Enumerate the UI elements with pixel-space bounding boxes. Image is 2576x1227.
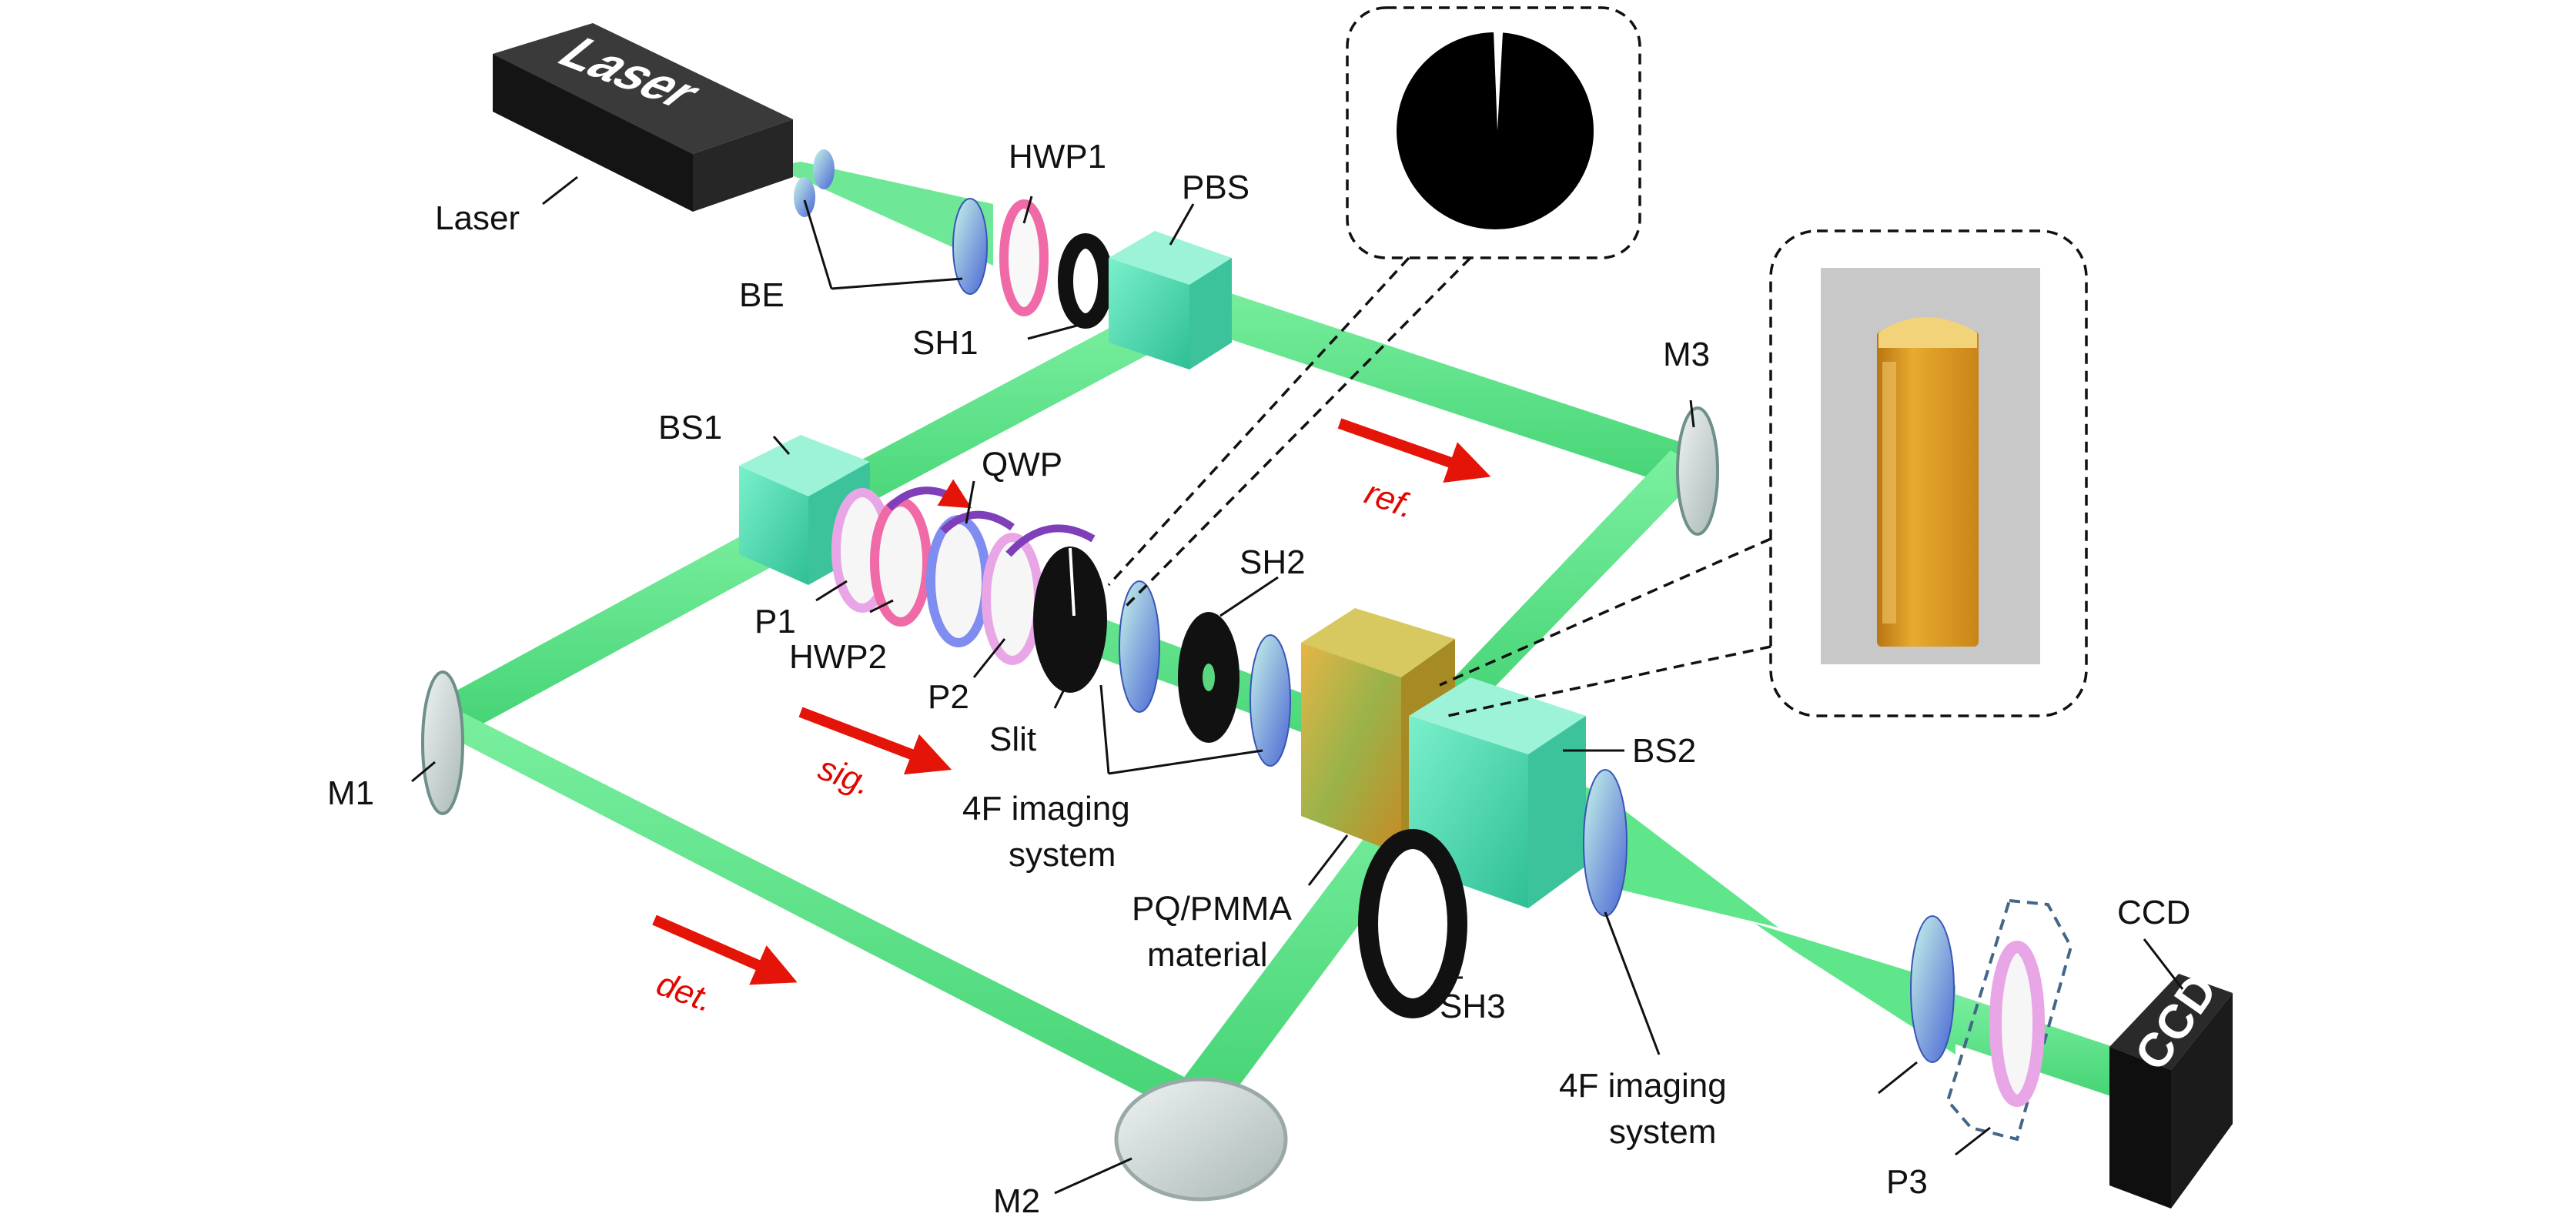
beam-expander — [794, 149, 988, 295]
label-sh3: SH3 — [1440, 988, 1506, 1025]
label-p3: P3 — [1886, 1163, 1928, 1201]
imaging-lens-2b — [1910, 915, 1955, 1063]
label-sh1: SH1 — [912, 324, 979, 362]
label-4f-imaging-1b: system — [1009, 836, 1116, 874]
m1-mirror — [421, 670, 464, 815]
p3-dashed-box — [1945, 898, 2073, 1142]
label-m3: M3 — [1663, 336, 1710, 373]
slit-aperture-icon — [1397, 32, 1594, 229]
beam-direction-arrows — [652, 418, 1491, 985]
det-arrow — [652, 914, 798, 985]
laser-device: Laser — [493, 23, 793, 212]
sample-inset — [1439, 229, 2088, 717]
label-hwp2: HWP2 — [789, 638, 887, 676]
ref-arrow — [1337, 418, 1491, 483]
label-ref: ref. — [1360, 473, 1420, 526]
signal-arm-optics — [831, 479, 1291, 767]
p2-polarizer — [982, 533, 1043, 665]
pbs-cube — [1109, 231, 1232, 369]
hwp1-plate — [999, 199, 1049, 316]
label-sig: sig. — [814, 749, 876, 802]
label-4f-imaging-2a: 4F imaging — [1559, 1067, 1727, 1105]
m3-mirror — [1676, 406, 1719, 536]
imaging-lens-1a — [1119, 580, 1160, 713]
label-det: det. — [652, 965, 718, 1019]
label-sh2: SH2 — [1239, 543, 1306, 581]
label-m2: M2 — [993, 1182, 1040, 1220]
sh1-shutter — [1058, 233, 1113, 329]
label-ccd: CCD — [2117, 894, 2190, 931]
cuvette-photo-icon — [1877, 317, 1979, 647]
label-p1: P1 — [754, 603, 796, 640]
sig-arrow — [798, 707, 952, 775]
component-labels: Laser BE HWP1 PBS SH1 M3 BS1 QWP P1 HWP2… — [327, 138, 2190, 1220]
label-pq-pmma-b: material — [1147, 936, 1268, 974]
leader-lines — [411, 176, 2184, 1195]
label-bs1: BS1 — [658, 409, 722, 446]
imaging-lens-2a — [1583, 769, 1628, 917]
label-bs2: BS2 — [1632, 732, 1696, 770]
label-pbs: PBS — [1182, 169, 1250, 206]
imaging-lens-1b — [1250, 634, 1291, 767]
label-m1: M1 — [327, 774, 374, 812]
label-p2: P2 — [928, 678, 969, 716]
label-4f-imaging-1a: 4F imaging — [962, 790, 1130, 827]
label-laser: Laser — [435, 199, 520, 237]
label-pq-pmma-a: PQ/PMMA — [1132, 890, 1292, 928]
label-4f-imaging-2b: system — [1609, 1113, 1716, 1151]
label-slit: Slit — [989, 720, 1036, 758]
label-be: BE — [739, 276, 785, 314]
qwp-plate — [926, 515, 991, 647]
label-hwp1: HWP1 — [1009, 138, 1106, 176]
ccd-device: CCD — [2109, 965, 2233, 1209]
p3-polarizer — [1989, 941, 2045, 1107]
sh3-shutter — [1358, 829, 1467, 1018]
label-qwp: QWP — [982, 446, 1062, 483]
hwp2-plate — [870, 497, 932, 627]
slit-inset — [1107, 6, 1641, 610]
m2-mirror — [1114, 1077, 1288, 1202]
slit-aperture — [1033, 547, 1107, 693]
